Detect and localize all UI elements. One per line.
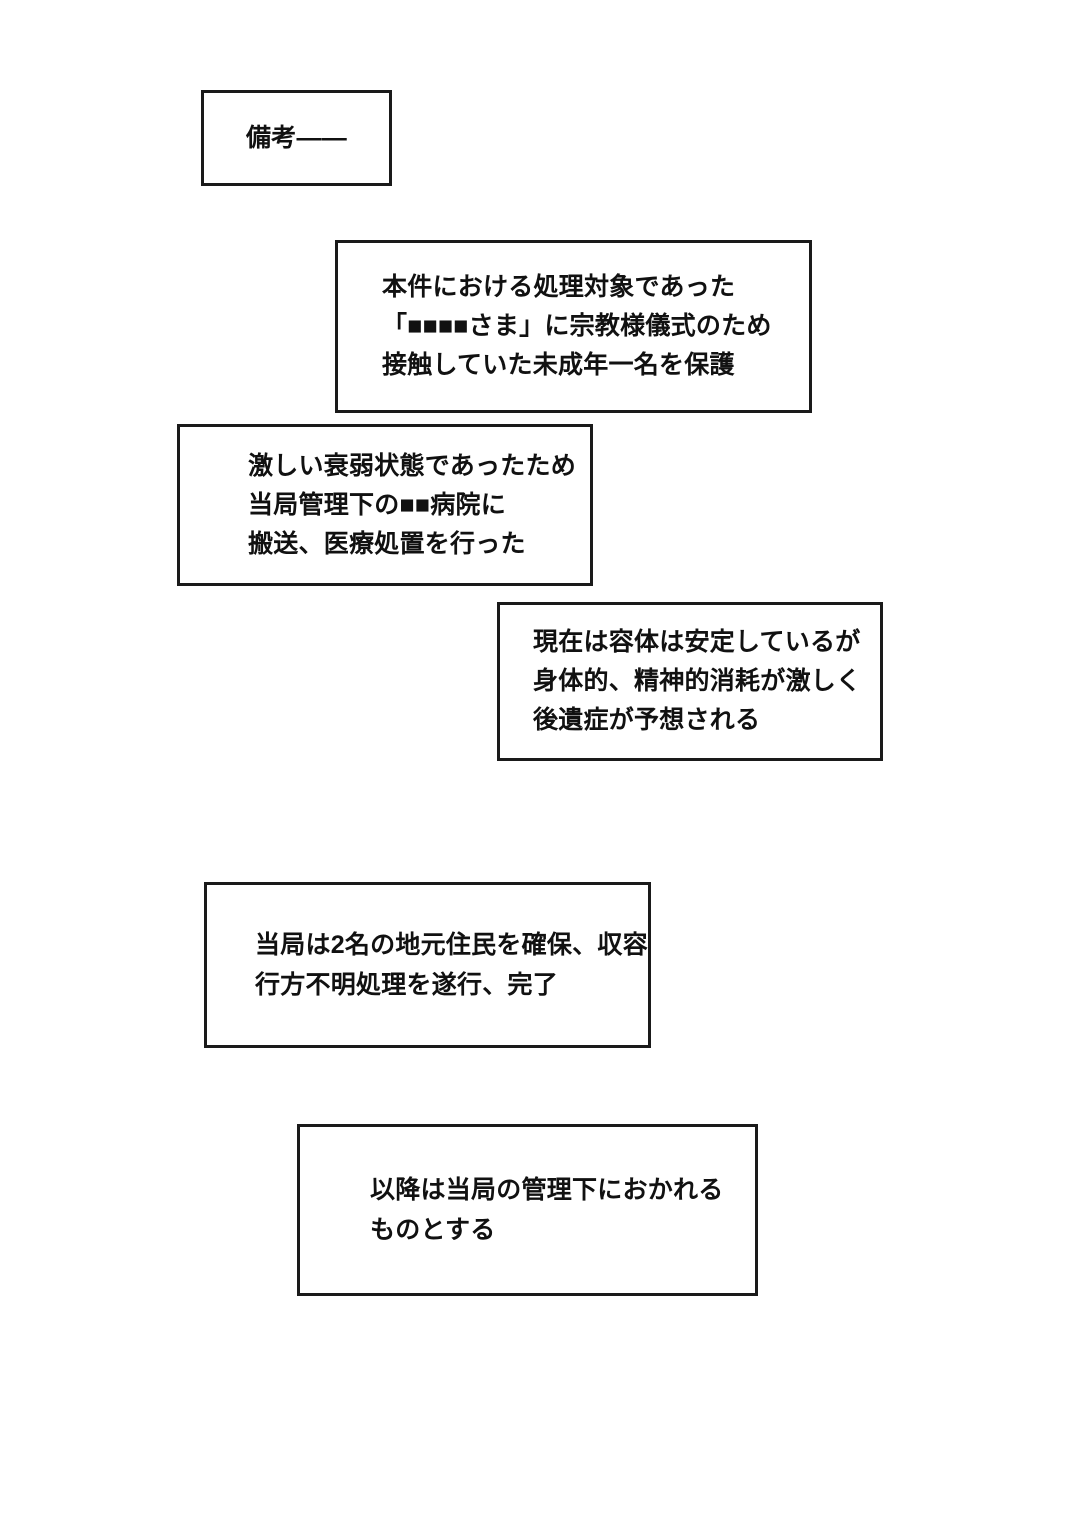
statement-box-2: 激しい衰弱状態であったため 当局管理下の■■病院に 搬送、医療処置を行った <box>177 424 593 586</box>
statement-box-5: 以降は当局の管理下におかれる ものとする <box>297 1124 758 1296</box>
statement-text-5: 以降は当局の管理下におかれる ものとする <box>370 1175 724 1245</box>
statement-box-1: 本件における処理対象であった 「■■■■さま」に宗教様儀式のため 接触していた未… <box>335 240 812 413</box>
remarks-heading-box: 備考—— <box>201 90 392 186</box>
remarks-heading-text: 備考—— <box>246 123 348 152</box>
statement-text-1: 本件における処理対象であった 「■■■■さま」に宗教様儀式のため 接触していた未… <box>382 273 772 379</box>
statement-text-3: 現在は容体は安定しているが 身体的、精神的消耗が激しく 後遺症が予想される <box>533 628 862 734</box>
statement-text-2: 激しい衰弱状態であったため 当局管理下の■■病院に 搬送、医療処置を行った <box>248 451 577 558</box>
statement-box-3: 現在は容体は安定しているが 身体的、精神的消耗が激しく 後遺症が予想される <box>497 602 883 761</box>
statement-box-4: 当局は2名の地元住民を確保、収容 行方不明処理を遂行、完了 <box>204 882 651 1048</box>
statement-text-4: 当局は2名の地元住民を確保、収容 行方不明処理を遂行、完了 <box>255 931 648 999</box>
